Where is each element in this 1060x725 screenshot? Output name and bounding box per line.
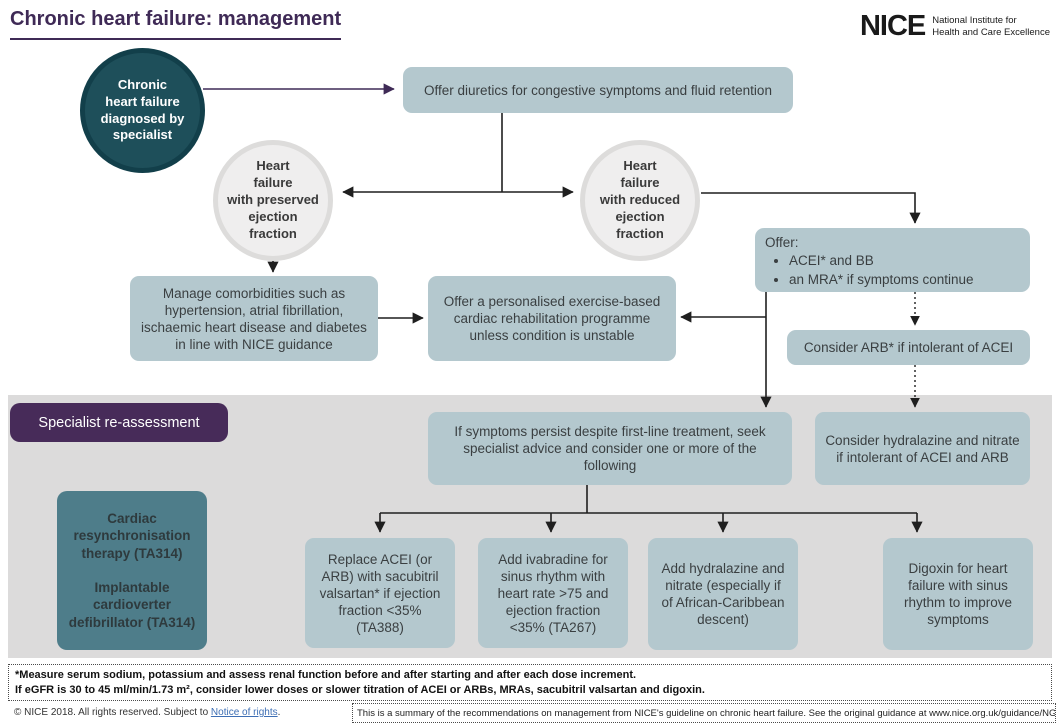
node-offer-diuretics: Offer diuretics for congestive symptoms … — [403, 67, 793, 113]
offer-bullet-list: ACEI* and BB an MRA* if symptoms continu… — [765, 252, 974, 290]
node-preserved-ejection-fraction: Heart failure with preserved ejection fr… — [213, 140, 333, 261]
node-consider-hydralazine-nitrate: Consider hydralazine and nitrate if into… — [815, 412, 1030, 485]
footnote-box: *Measure serum sodium, potassium and ass… — [8, 664, 1052, 701]
node-reduced-ejection-fraction: Heart failure with reduced ejection frac… — [580, 140, 700, 261]
node-option-ivabradine: Add ivabradine for sinus rhythm with hea… — [478, 538, 628, 648]
copyright-note: © NICE 2018. All rights reserved. Subjec… — [14, 707, 281, 718]
footnote-line-1: *Measure serum sodium, potassium and ass… — [15, 669, 637, 681]
summary-note: This is a summary of the recommendations… — [352, 703, 1056, 723]
offer-intro: Offer: — [765, 235, 799, 250]
nice-logo: NICE National Institute for Health and C… — [860, 12, 1050, 41]
node-cardiac-rehabilitation: Offer a personalised exercise-based card… — [428, 276, 676, 361]
node-device-therapy: Cardiac resynchronisation therapy (TA314… — [57, 491, 207, 650]
device-therapy-crt: Cardiac resynchronisation therapy (TA314… — [73, 511, 191, 561]
node-symptoms-persist: If symptoms persist despite first-line t… — [428, 412, 792, 485]
node-consider-arb: Consider ARB* if intolerant of ACEI — [787, 330, 1030, 365]
offer-bullet: an MRA* if symptoms continue — [789, 271, 974, 288]
node-manage-comorbidities: Manage comorbidities such as hypertensio… — [130, 276, 378, 361]
node-diagnosed-by-specialist: Chronic heart failure diagnosed by speci… — [80, 48, 205, 173]
notice-of-rights-link[interactable]: Notice of rights — [210, 707, 278, 718]
device-therapy-icd: Implantable cardioverter defibrillator (… — [68, 580, 196, 630]
node-option-sacubitril-valsartan: Replace ACEI (or ARB) with sacubitril va… — [305, 538, 455, 648]
footnote-line-2: If eGFR is 30 to 45 ml/min/1.73 m², cons… — [15, 684, 705, 697]
specialist-reassessment-label: Specialist re-assessment — [10, 403, 228, 442]
page-title: Chronic heart failure: management — [10, 8, 342, 40]
nice-tagline: National Institute for Health and Care E… — [932, 14, 1050, 38]
node-offer-acei-bb-mra: Offer: ACEI* and BB an MRA* if symptoms … — [755, 228, 1030, 292]
offer-bullet: ACEI* and BB — [789, 252, 974, 269]
node-option-hydralazine-nitrate: Add hydralazine and nitrate (especially … — [648, 538, 798, 650]
node-option-digoxin: Digoxin for heart failure with sinus rhy… — [883, 538, 1033, 650]
nice-wordmark: NICE — [859, 10, 926, 42]
